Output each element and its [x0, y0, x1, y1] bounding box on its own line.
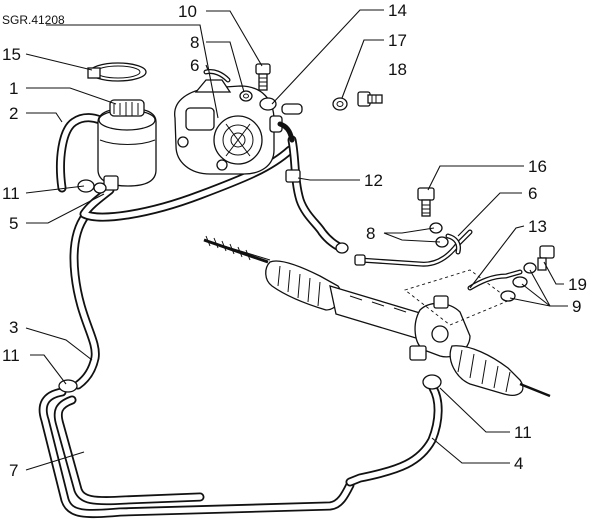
part-11-clamp-rack	[422, 374, 442, 390]
callout-19-label: 19	[568, 275, 587, 294]
steering-rack	[203, 235, 551, 398]
callout-labels: 15 1 2 11 5 3 11 7 10 8 6 14 17 18 12 16…	[2, 1, 587, 480]
part-17-washer	[332, 97, 348, 111]
part-3-suction-hose	[69, 210, 100, 390]
part-15-clamp	[87, 62, 147, 82]
part-8-washer-top	[239, 90, 253, 102]
callout-3-label: 3	[9, 318, 18, 337]
callout-6-label-top: 6	[190, 56, 199, 75]
part-18-bolt	[357, 91, 383, 107]
leader-lines	[25, 9, 568, 471]
part-7-return-loop-hose	[38, 387, 355, 519]
part-19-bolt	[537, 245, 555, 271]
callout-15-label: 15	[2, 45, 21, 64]
callout-7-label: 7	[9, 461, 18, 480]
callout-8-label-top: 8	[190, 33, 199, 52]
callout-5-label: 5	[9, 214, 18, 233]
part-6-elbow-fitting	[445, 233, 461, 255]
callout-4-label: 4	[514, 454, 523, 473]
part-1-reservoir	[97, 99, 157, 191]
callout-11-label-rack: 11	[514, 423, 532, 442]
callout-2-label: 2	[9, 104, 18, 123]
part-2-small-hose	[56, 113, 105, 193]
part-10-bolt	[255, 63, 271, 91]
callout-13-label: 13	[528, 217, 547, 236]
callout-9-label: 9	[572, 297, 581, 316]
part-8-washers-right	[429, 222, 449, 248]
part-4-pressure-hose	[345, 383, 443, 487]
part-14-fitting	[259, 97, 303, 133]
part-16-bolt	[417, 187, 435, 217]
callout-1-label: 1	[9, 79, 18, 98]
callout-12-label: 12	[364, 171, 383, 190]
part-9-washers	[500, 262, 537, 302]
callout-8-label-right: 8	[366, 224, 375, 243]
callout-11-label-tank: 11	[2, 184, 20, 203]
callout-11-label-lower: 11	[2, 346, 20, 365]
reference-code: SGR.41208	[2, 13, 65, 27]
part-11-clamp-lower-left	[58, 379, 78, 393]
callout-10-label: 10	[178, 2, 197, 21]
callout-17-label: 17	[388, 31, 407, 50]
power-steering-pump	[174, 79, 275, 175]
part-12-pressure-pipe	[277, 121, 349, 254]
callout-18-label: 18	[388, 60, 407, 79]
part-11-clamp-tank	[77, 179, 107, 194]
part-6-pump-hose	[203, 69, 231, 83]
callout-16-label: 16	[528, 157, 547, 176]
callout-14-label: 14	[388, 1, 407, 20]
callout-6-label-right: 6	[528, 184, 537, 203]
